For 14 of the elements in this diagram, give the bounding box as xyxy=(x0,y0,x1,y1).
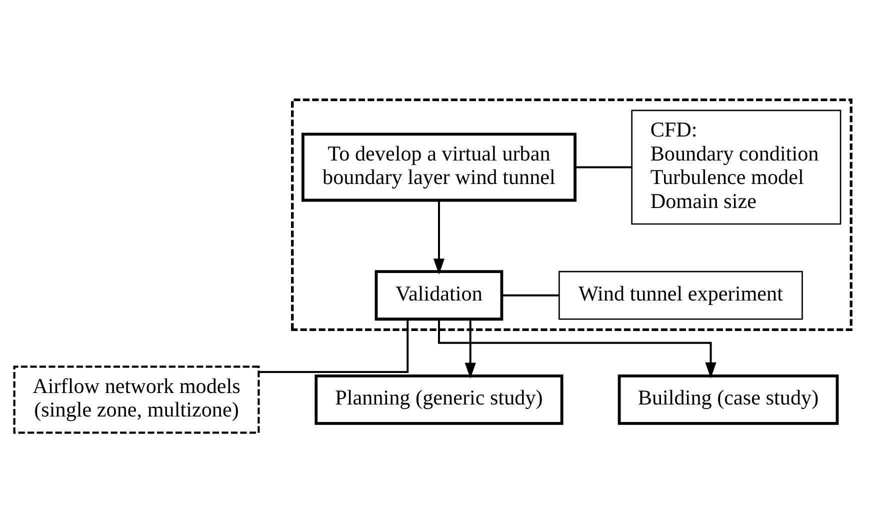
arrow xyxy=(438,319,716,378)
connector xyxy=(502,294,560,296)
node-box: Building (case study) xyxy=(618,374,839,424)
node-box: To develop a virtual urban boundary layer wind tunnel xyxy=(301,132,576,202)
node-box: Wind tunnel experiment xyxy=(558,270,803,320)
node-box: CFD: Boundary condition Turbulence model Domain size xyxy=(631,109,842,224)
node-box: Validation xyxy=(374,270,504,320)
connector xyxy=(258,318,409,372)
node-box: Planning (generic study) xyxy=(314,374,564,424)
node-box: Airflow network models (single zone, multizone) xyxy=(13,365,260,434)
connector xyxy=(575,166,632,168)
cluster xyxy=(291,98,852,330)
arrow xyxy=(464,319,476,378)
arrow xyxy=(433,200,445,274)
